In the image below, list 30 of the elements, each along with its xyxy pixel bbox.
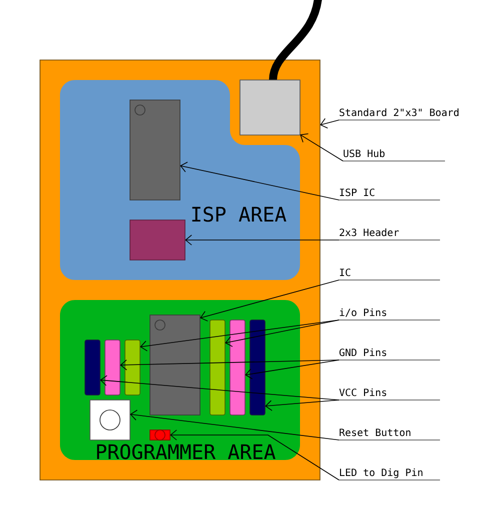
leader-arrow bbox=[180, 162, 340, 200]
callout-label: VCC Pins bbox=[338, 388, 440, 400]
callout-label: IC bbox=[338, 268, 440, 280]
pin-strip bbox=[250, 320, 266, 416]
pin-strip bbox=[210, 320, 226, 416]
callout-label: Standard 2"x3" Board bbox=[338, 108, 458, 120]
leader-arrow bbox=[170, 430, 340, 480]
leader-arrow bbox=[100, 375, 340, 400]
pin-strip bbox=[104, 340, 120, 396]
leader-arrow bbox=[130, 410, 340, 440]
leader-arrow bbox=[320, 118, 340, 129]
leader-arrow bbox=[245, 360, 340, 380]
pin-strip bbox=[230, 320, 246, 416]
callout-label: USB Hub bbox=[342, 149, 446, 162]
callout-label: 2x3 Header bbox=[338, 228, 440, 240]
pin-header bbox=[130, 220, 186, 260]
pin-strip bbox=[84, 340, 100, 396]
leader-arrow bbox=[120, 360, 340, 370]
leader-arrow bbox=[300, 133, 344, 162]
callout-label: i/o Pins bbox=[338, 308, 440, 320]
callout-label: LED to Dig Pin bbox=[338, 468, 440, 480]
leader-arrow bbox=[200, 280, 340, 322]
callout-label: ISP IC bbox=[338, 188, 440, 200]
pin-strip bbox=[124, 340, 140, 396]
leader-arrow bbox=[225, 320, 340, 347]
leader-arrow bbox=[265, 400, 340, 411]
callout-label: GND Pins bbox=[338, 348, 440, 360]
callout-label: Reset Button bbox=[338, 428, 440, 440]
hub-block bbox=[240, 80, 300, 136]
leader-arrow bbox=[185, 234, 340, 246]
